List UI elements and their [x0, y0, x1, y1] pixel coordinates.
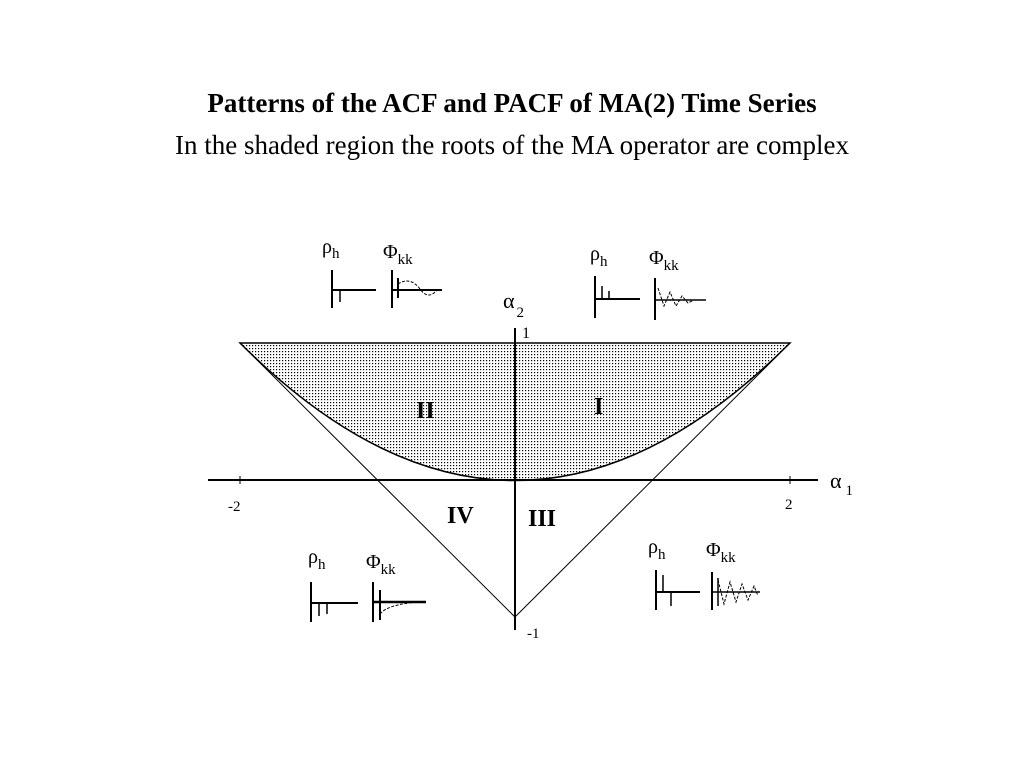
inset-IV-pacf-label: Φkk	[366, 551, 396, 578]
region-III-label: III	[528, 506, 556, 532]
region-I-label: I	[594, 394, 603, 420]
inset-I-acf-label: ρh	[590, 243, 608, 270]
inset-III-acf-plot	[655, 570, 700, 610]
inset-II-acf-label: ρh	[322, 236, 340, 262]
inset-II-pacf-plot	[391, 270, 442, 308]
page-title: Patterns of the ACF and PACF of MA(2) Ti…	[207, 88, 817, 118]
y-min-label: -1	[527, 626, 540, 642]
x-min-label: -2	[228, 499, 241, 515]
inset-region-II: ρh Φkk	[322, 236, 442, 308]
inset-III-pacf-plot	[711, 572, 760, 610]
inset-III-acf-label: ρh	[648, 536, 666, 563]
inset-I-acf-plot	[594, 276, 640, 318]
inset-II-acf-plot	[331, 270, 376, 308]
inset-II-pacf-label: Φkk	[383, 241, 413, 268]
inset-region-III: ρh Φkk	[648, 536, 760, 610]
y-max-label: 1	[522, 325, 530, 342]
region-II-label: II	[416, 398, 435, 424]
inset-IV-acf-label: ρh	[308, 546, 326, 573]
inset-I-pacf-label: Φkk	[649, 247, 679, 274]
inset-IV-acf-plot	[310, 582, 358, 622]
inset-region-I: ρh Φkk	[590, 243, 706, 320]
inset-IV-pacf-plot	[372, 582, 426, 622]
x-max-label: 2	[785, 497, 793, 513]
region-IV-label: IV	[447, 503, 474, 529]
inset-III-pacf-label: Φkk	[706, 539, 736, 566]
inset-region-IV: ρh Φkk	[308, 546, 426, 622]
page-subtitle: In the shaded region the roots of the MA…	[174, 130, 850, 160]
inset-I-pacf-plot	[654, 278, 706, 320]
